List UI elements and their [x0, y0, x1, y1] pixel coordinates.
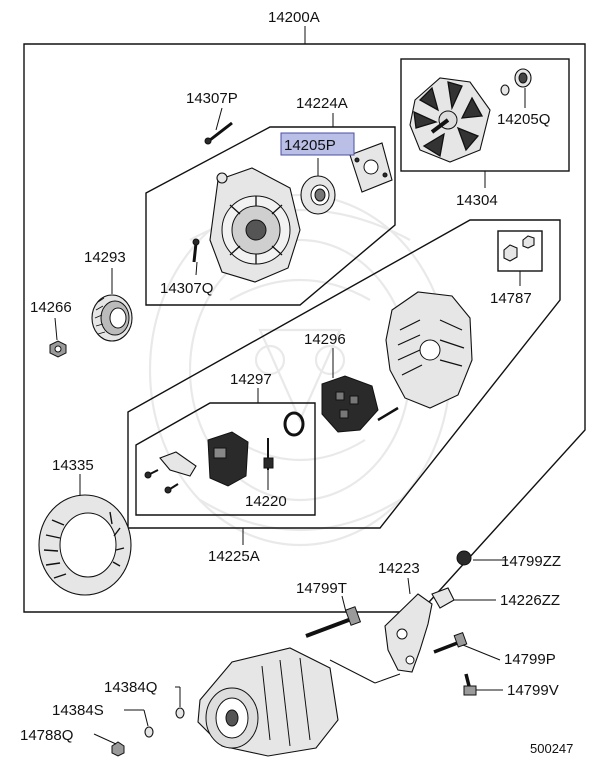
- stator-part: [38, 474, 132, 596]
- rotor-bearing-part: [500, 68, 532, 108]
- pulley-nut-part: [49, 317, 67, 358]
- label-14799T: 14799T: [296, 580, 347, 597]
- label-14224A: 14224A: [296, 95, 348, 112]
- label-14225A: 14225A: [208, 548, 260, 565]
- label-14307Q: 14307Q: [160, 280, 213, 297]
- pulley-part: [91, 268, 133, 342]
- regulator-part: [144, 431, 249, 494]
- label-14226ZZ: 14226ZZ: [500, 592, 560, 609]
- label-14293: 14293: [84, 249, 126, 266]
- label-14223: 14223: [378, 560, 420, 577]
- clip-part: [431, 587, 496, 609]
- label-14787: 14787: [490, 290, 532, 307]
- bracket-subframe: [145, 113, 396, 306]
- rear-bracket-part: [385, 291, 473, 409]
- washer-s-part: [124, 709, 154, 738]
- label-14799V: 14799V: [507, 682, 559, 699]
- label-14266: 14266: [30, 299, 72, 316]
- cap-part: [456, 550, 497, 566]
- terminal-nuts-part: [503, 235, 535, 262]
- screw-bottom-part: [192, 238, 200, 263]
- label-14297: 14297: [230, 371, 272, 388]
- label-14205P: 14205P: [284, 137, 336, 154]
- bolt-p-part: [433, 632, 501, 661]
- label-14200A: 14200A: [268, 9, 320, 26]
- bearing-part: [300, 158, 336, 215]
- washer-q-part: [175, 686, 185, 719]
- assembly-frame: [23, 26, 586, 613]
- label-14220: 14220: [245, 493, 287, 510]
- nut-q-part: [93, 733, 125, 757]
- leader-lines: [195, 261, 508, 561]
- screw-top-part: [204, 107, 233, 145]
- alternator-body-part: [197, 647, 401, 757]
- rotor-part: [409, 77, 491, 163]
- retainer-plate-part: [349, 142, 393, 193]
- bracket-part: [384, 577, 433, 673]
- terminal-nut-box: [497, 230, 543, 286]
- bolt-v-part: [463, 673, 503, 696]
- rectifier-part: [321, 348, 399, 433]
- long-bolt-part: [305, 595, 362, 638]
- label-14304: 14304: [456, 192, 498, 209]
- front-bracket-part: [209, 167, 301, 283]
- snap-ring-part: [283, 411, 305, 437]
- label-14384Q: 14384Q: [104, 679, 157, 696]
- label-14296: 14296: [304, 331, 346, 348]
- label-14307P: 14307P: [186, 90, 238, 107]
- label-14205Q: 14205Q: [497, 111, 550, 128]
- rotor-box: [400, 58, 570, 188]
- figure-number: 500247: [530, 741, 573, 756]
- label-14799ZZ: 14799ZZ: [501, 553, 561, 570]
- label-14384S: 14384S: [52, 702, 104, 719]
- label-14335: 14335: [52, 457, 94, 474]
- regulator-box: [135, 388, 316, 516]
- label-14799P: 14799P: [504, 651, 556, 668]
- label-14788Q: 14788Q: [20, 727, 73, 744]
- highlight-box: [280, 132, 355, 156]
- brush-part: [263, 438, 274, 490]
